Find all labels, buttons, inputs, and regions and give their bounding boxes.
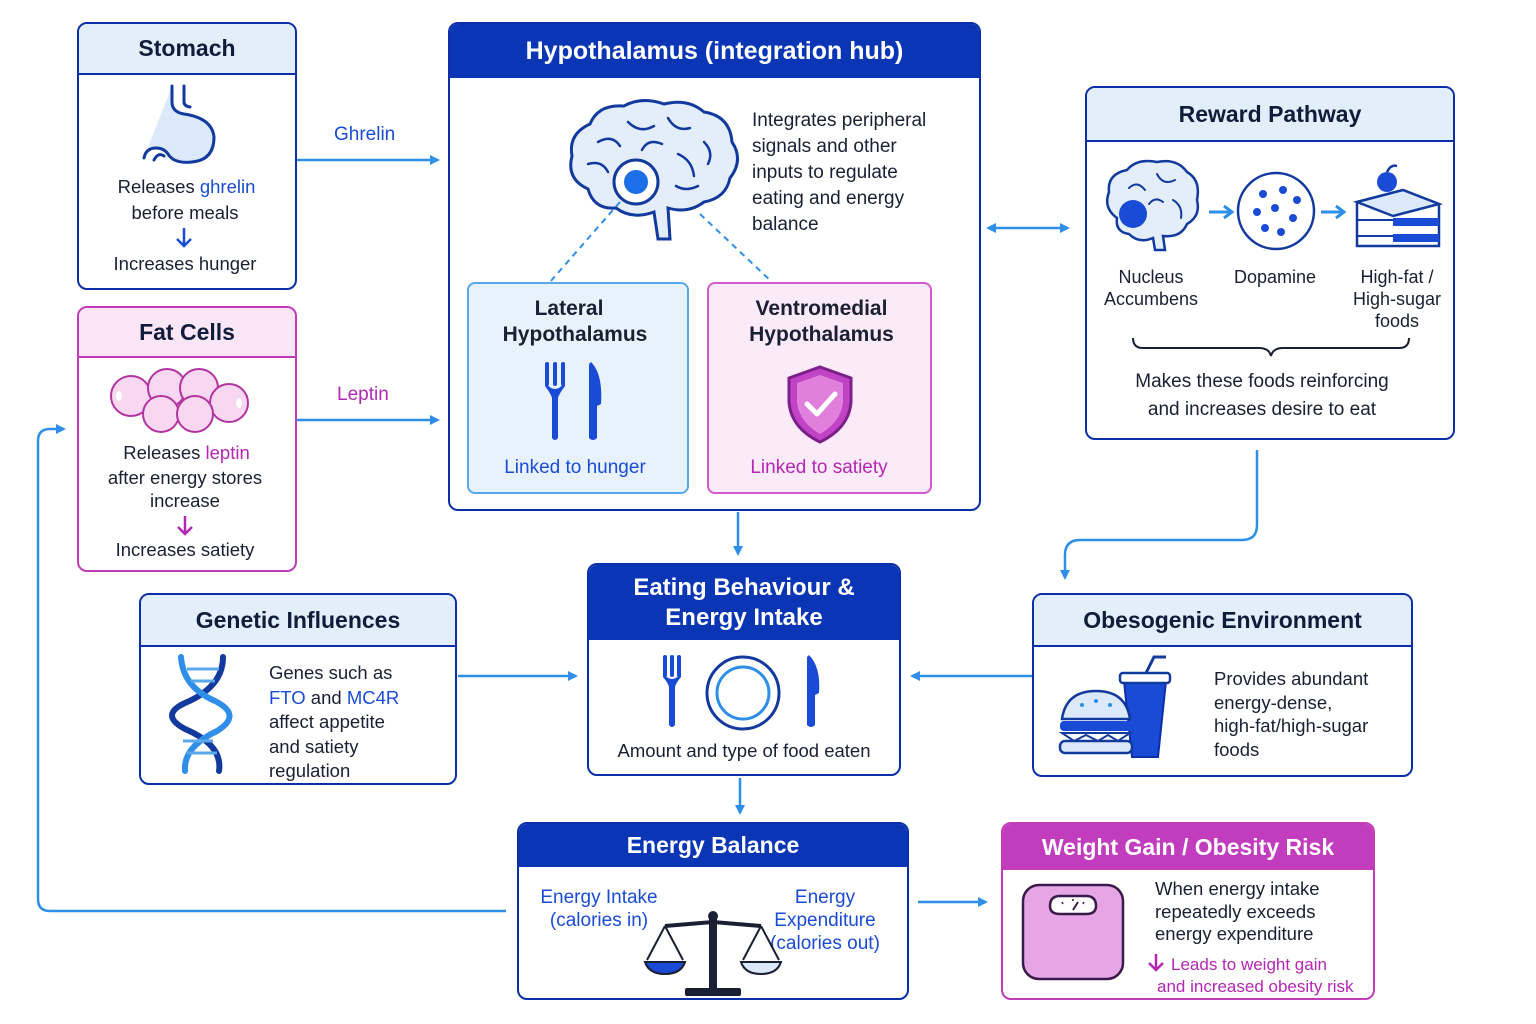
eating-caption: Amount and type of food eaten <box>617 740 871 761</box>
ventromedial-title-l1: Ventromedial <box>755 297 888 320</box>
hypothalamus-title: Hypothalamus (integration hub) <box>450 24 979 78</box>
hypothalamus-panel: Hypothalamus (integration hub) Integrate… <box>448 22 981 511</box>
weight-lead-l2: and increased obesity risk <box>1157 977 1354 996</box>
energy-balance-panel: Energy Balance Energy Intake (calories i… <box>517 822 909 1000</box>
gene-names: FTO and MC4R <box>269 686 400 708</box>
reward-pathway-title: Reward Pathway <box>1087 88 1453 142</box>
plate-cutlery-icon <box>663 655 820 731</box>
cake-icon <box>1352 164 1444 248</box>
reward-env-arrow <box>1060 450 1259 580</box>
fat-cells-icon <box>110 368 249 433</box>
dopamine-icon <box>1236 171 1316 251</box>
brain-icon <box>569 99 739 241</box>
weight-gain-title: Weight Gain / Obesity Risk <box>1003 824 1373 870</box>
fat-cells-desc-line2: after energy stores <box>107 467 263 488</box>
fat-cells-desc-line3: increase <box>150 490 220 511</box>
fat-cells-desc-line1: Releases leptin <box>123 442 250 463</box>
obesogenic-environment-panel: Obesogenic Environment Provides abundant… <box>1032 593 1413 777</box>
arrow-right-icon <box>1321 204 1347 220</box>
obesogenic-environment-title: Obesogenic Environment <box>1034 595 1411 647</box>
weighing-scale-icon <box>1021 883 1125 981</box>
weight-description: When energy intake repeatedly exceeds en… <box>1155 878 1320 944</box>
nucleus-accumbens-label: Nucleus Accumbens <box>1103 267 1199 309</box>
down-arrow-icon <box>176 228 192 248</box>
leptin-arrow-label: Leptin <box>337 384 389 405</box>
dna-icon <box>169 654 233 774</box>
stomach-desc-line2: before meals <box>131 202 239 223</box>
foods-label: High-fat / High-sugar foods <box>1352 267 1442 331</box>
brace <box>1132 337 1410 357</box>
ghrelin-arrow-label: Ghrelin <box>334 124 396 145</box>
connector-dashes <box>549 201 773 283</box>
eating-behaviour-title: Eating Behaviour & Energy Intake <box>589 565 899 640</box>
fat-cells-title: Fat Cells <box>79 308 295 358</box>
stomach-panel: Stomach Releases ghrelin before meals In… <box>77 22 297 290</box>
weight-gain-panel: Weight Gain / Obesity Risk When energy i… <box>1001 822 1375 1000</box>
gene-mc4r: MC4R <box>346 686 400 708</box>
reward-note: Makes these foods reinforcing and increa… <box>1135 371 1389 420</box>
ventromedial-title-l2: Hypothalamus <box>749 323 894 346</box>
stomach-desc-line1: Releases ghrelin <box>117 176 256 197</box>
hypothalamus-description: Integrates peripheral signals and other … <box>752 110 927 235</box>
ghrelin-term: ghrelin <box>199 176 256 197</box>
down-arrow-icon <box>177 516 193 536</box>
stomach-title: Stomach <box>79 24 295 75</box>
shield-check-icon <box>787 365 853 444</box>
leptin-term: leptin <box>205 442 250 463</box>
stomach-icon <box>142 84 216 164</box>
fast-food-icon <box>1058 655 1172 758</box>
energy-intake-label: Energy Intake (calories in) <box>540 887 658 931</box>
energy-expenditure-label: Energy Expenditure (calories out) <box>770 887 880 954</box>
dopamine-label: Dopamine <box>1233 267 1317 287</box>
ventromedial-caption: Linked to satiety <box>750 457 888 478</box>
environment-description: Provides abundant energy-dense, high-fat… <box>1214 668 1369 760</box>
weight-lead: Leads to weight gain <box>1171 955 1327 974</box>
lateral-title-l1: Lateral <box>534 297 604 320</box>
fat-cells-panel: Fat Cells Releases leptin after energy s… <box>77 306 297 572</box>
lateral-caption: Linked to hunger <box>504 457 646 478</box>
balance-scale-icon <box>643 911 783 996</box>
down-arrow-icon <box>1148 954 1164 972</box>
genetic-influences-title: Genetic Influences <box>141 595 455 647</box>
energy-balance-title: Energy Balance <box>519 824 907 867</box>
genetic-description: Genes such as FTO and MC4R affect appeti… <box>269 662 400 781</box>
genetic-influences-panel: Genetic Influences Genes such as FTO and… <box>139 593 457 785</box>
feedback-loop-arrow <box>36 424 506 913</box>
brain-nucleus-icon <box>1106 159 1200 252</box>
eating-behaviour-panel: Eating Behaviour & Energy Intake Amount … <box>587 563 901 776</box>
fat-cells-effect: Increases satiety <box>115 539 255 560</box>
fork-knife-icon <box>545 362 602 440</box>
stomach-effect: Increases hunger <box>113 253 257 274</box>
lateral-title-l2: Hypothalamus <box>502 323 648 346</box>
arrow-right-icon <box>1209 204 1235 220</box>
lateral-hypothalamus-card: Lateral Hypothalamus Linked to hunger <box>467 282 689 494</box>
gene-fto: FTO <box>269 686 306 708</box>
reward-pathway-panel: Reward Pathway Nucleus Accumbens Dopamin… <box>1085 86 1455 440</box>
ventromedial-hypothalamus-card: Ventromedial Hypothalamus Linked to sati… <box>707 282 932 494</box>
